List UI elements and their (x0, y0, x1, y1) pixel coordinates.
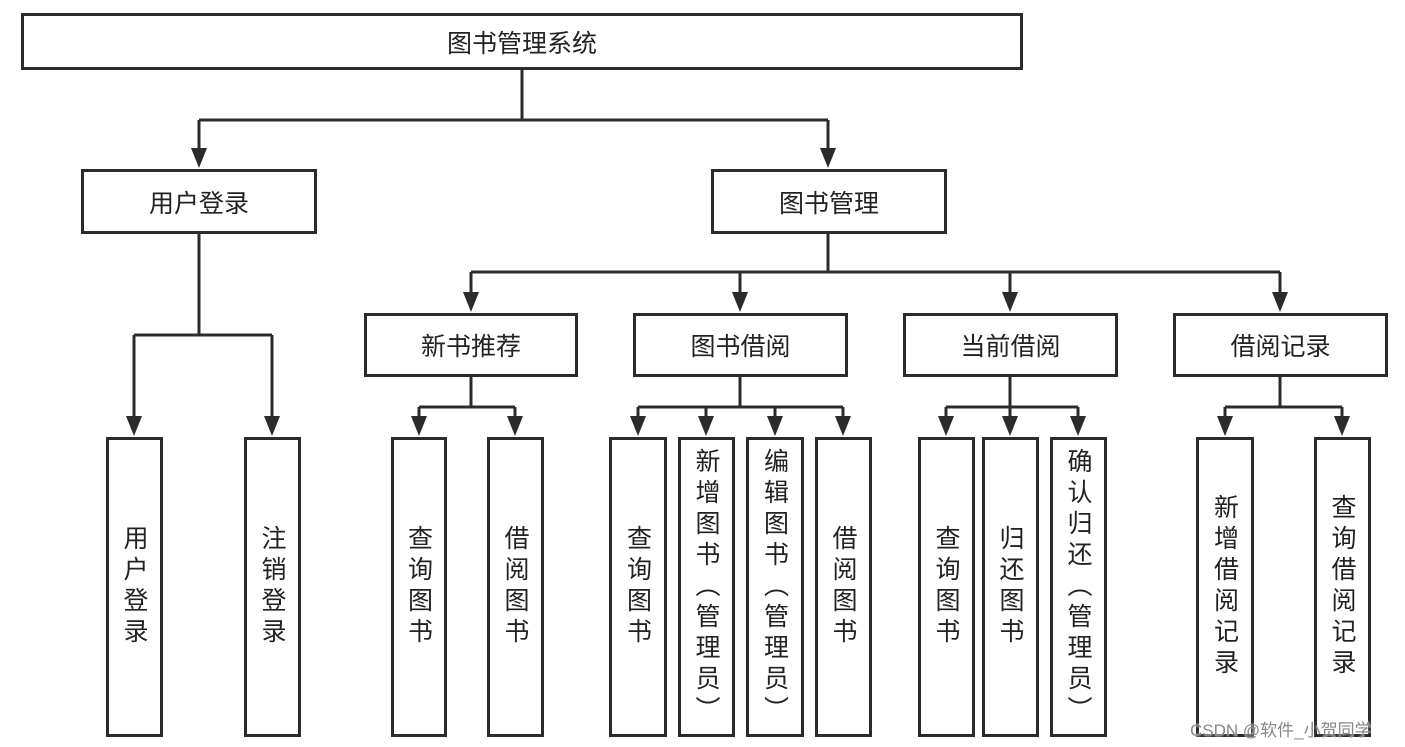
node-label: 查询借阅记录 (1328, 494, 1357, 680)
arrowhead (463, 292, 479, 312)
node-label: 归还图书 (996, 525, 1025, 649)
level2-node: 当前借阅 (903, 313, 1118, 377)
leaf-node: 用户登录 (106, 437, 163, 737)
node-label: 新增图书（管理员） (692, 447, 721, 727)
arrowhead (1272, 292, 1288, 312)
level2-node: 新书推荐 (364, 313, 578, 377)
arrowhead (630, 416, 646, 436)
node-label: 图书管理 (778, 188, 879, 218)
node-user-login: 用户登录 (81, 169, 317, 234)
node-label: 确认归还（管理员） (1064, 447, 1093, 727)
leaf-node: 查询图书 (391, 437, 447, 737)
leaf-node: 查询借阅记录 (1314, 437, 1371, 737)
arrowhead (507, 416, 523, 436)
node-label: 查询图书 (404, 525, 434, 649)
arrowhead (938, 416, 954, 436)
node-label: 新增借阅记录 (1210, 494, 1240, 680)
node-label: 图书借阅 (690, 332, 791, 361)
node-label: 当前借阅 (960, 332, 1061, 361)
node-label: 借阅记录 (1230, 332, 1331, 361)
node-label: 查询图书 (623, 525, 653, 649)
leaf-node: 归还图书 (982, 437, 1039, 737)
arrowhead (820, 148, 836, 168)
root-label: 图书管理系统 (446, 28, 597, 58)
node-label: 用户登录 (148, 188, 249, 218)
node-label: 借阅图书 (501, 525, 530, 649)
node-label: 查询图书 (932, 525, 961, 649)
arrowhead (1217, 416, 1233, 436)
leaf-node: 借阅图书 (815, 437, 872, 737)
leaf-node: 新增图书（管理员） (678, 437, 735, 737)
arrowhead (835, 416, 851, 436)
arrowhead (1002, 416, 1018, 436)
arrowhead (767, 416, 783, 436)
arrowhead (698, 416, 714, 436)
node-label: 借阅图书 (829, 525, 858, 649)
leaf-node: 查询图书 (918, 437, 975, 737)
arrowhead (1002, 292, 1018, 312)
level2-node: 图书借阅 (633, 313, 848, 377)
node-book-management: 图书管理 (711, 169, 947, 234)
node-label: 注销登录 (258, 525, 287, 649)
leaf-node: 借阅图书 (487, 437, 544, 737)
arrowhead (264, 416, 280, 436)
arrowhead (1070, 416, 1086, 436)
arrowhead (732, 292, 748, 312)
arrowhead (1334, 416, 1350, 436)
leaf-node: 确认归还（管理员） (1050, 437, 1107, 737)
level2-node: 借阅记录 (1173, 313, 1388, 377)
node-label: 用户登录 (120, 525, 149, 649)
arrowhead (126, 416, 142, 436)
leaf-node: 编辑图书（管理员） (746, 437, 804, 737)
root-node: 图书管理系统 (21, 13, 1023, 70)
leaf-node: 注销登录 (244, 437, 301, 737)
node-label: 新书推荐 (420, 332, 521, 361)
leaf-node: 查询图书 (609, 437, 667, 737)
watermark: CSDN @软件_小贺同学 (1190, 721, 1372, 740)
node-label: 编辑图书（管理员） (760, 447, 790, 727)
arrowhead (191, 148, 207, 168)
arrowhead (411, 416, 427, 436)
leaf-node: 新增借阅记录 (1196, 437, 1254, 737)
